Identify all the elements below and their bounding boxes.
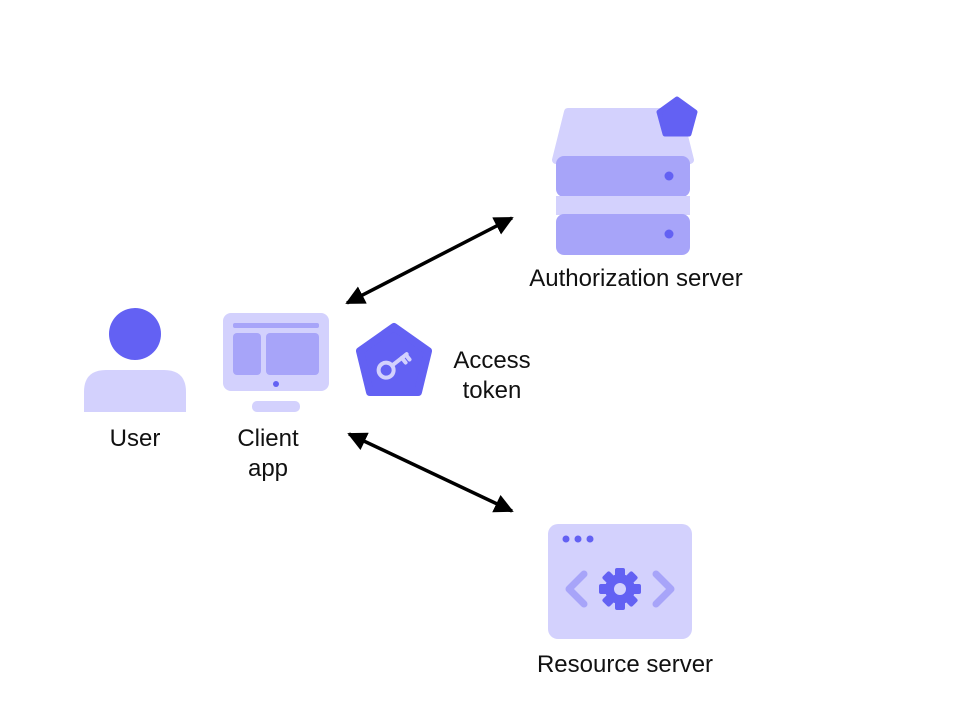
gear-icon bbox=[599, 568, 641, 610]
server-stack-icon bbox=[552, 96, 698, 255]
key-badge-icon bbox=[356, 323, 432, 396]
authorization-server-label: Authorization server bbox=[529, 265, 743, 292]
monitor-icon bbox=[223, 313, 329, 412]
arrow-client-auth bbox=[345, 216, 514, 305]
client-app-label-line2: app bbox=[247, 455, 289, 482]
user-icon bbox=[84, 308, 186, 412]
access-token-label-line2: token bbox=[462, 377, 522, 404]
resource-server-label: Resource server bbox=[536, 651, 714, 678]
access-token-label-line1: Access bbox=[453, 347, 531, 374]
access-token-label: Access token bbox=[432, 346, 552, 406]
client-app-label-line1: Client bbox=[237, 425, 299, 452]
code-gear-window-icon bbox=[548, 524, 692, 639]
client-app-label: Client app bbox=[208, 424, 328, 484]
user-label: User bbox=[109, 425, 161, 452]
arrow-client-resource bbox=[347, 432, 514, 513]
